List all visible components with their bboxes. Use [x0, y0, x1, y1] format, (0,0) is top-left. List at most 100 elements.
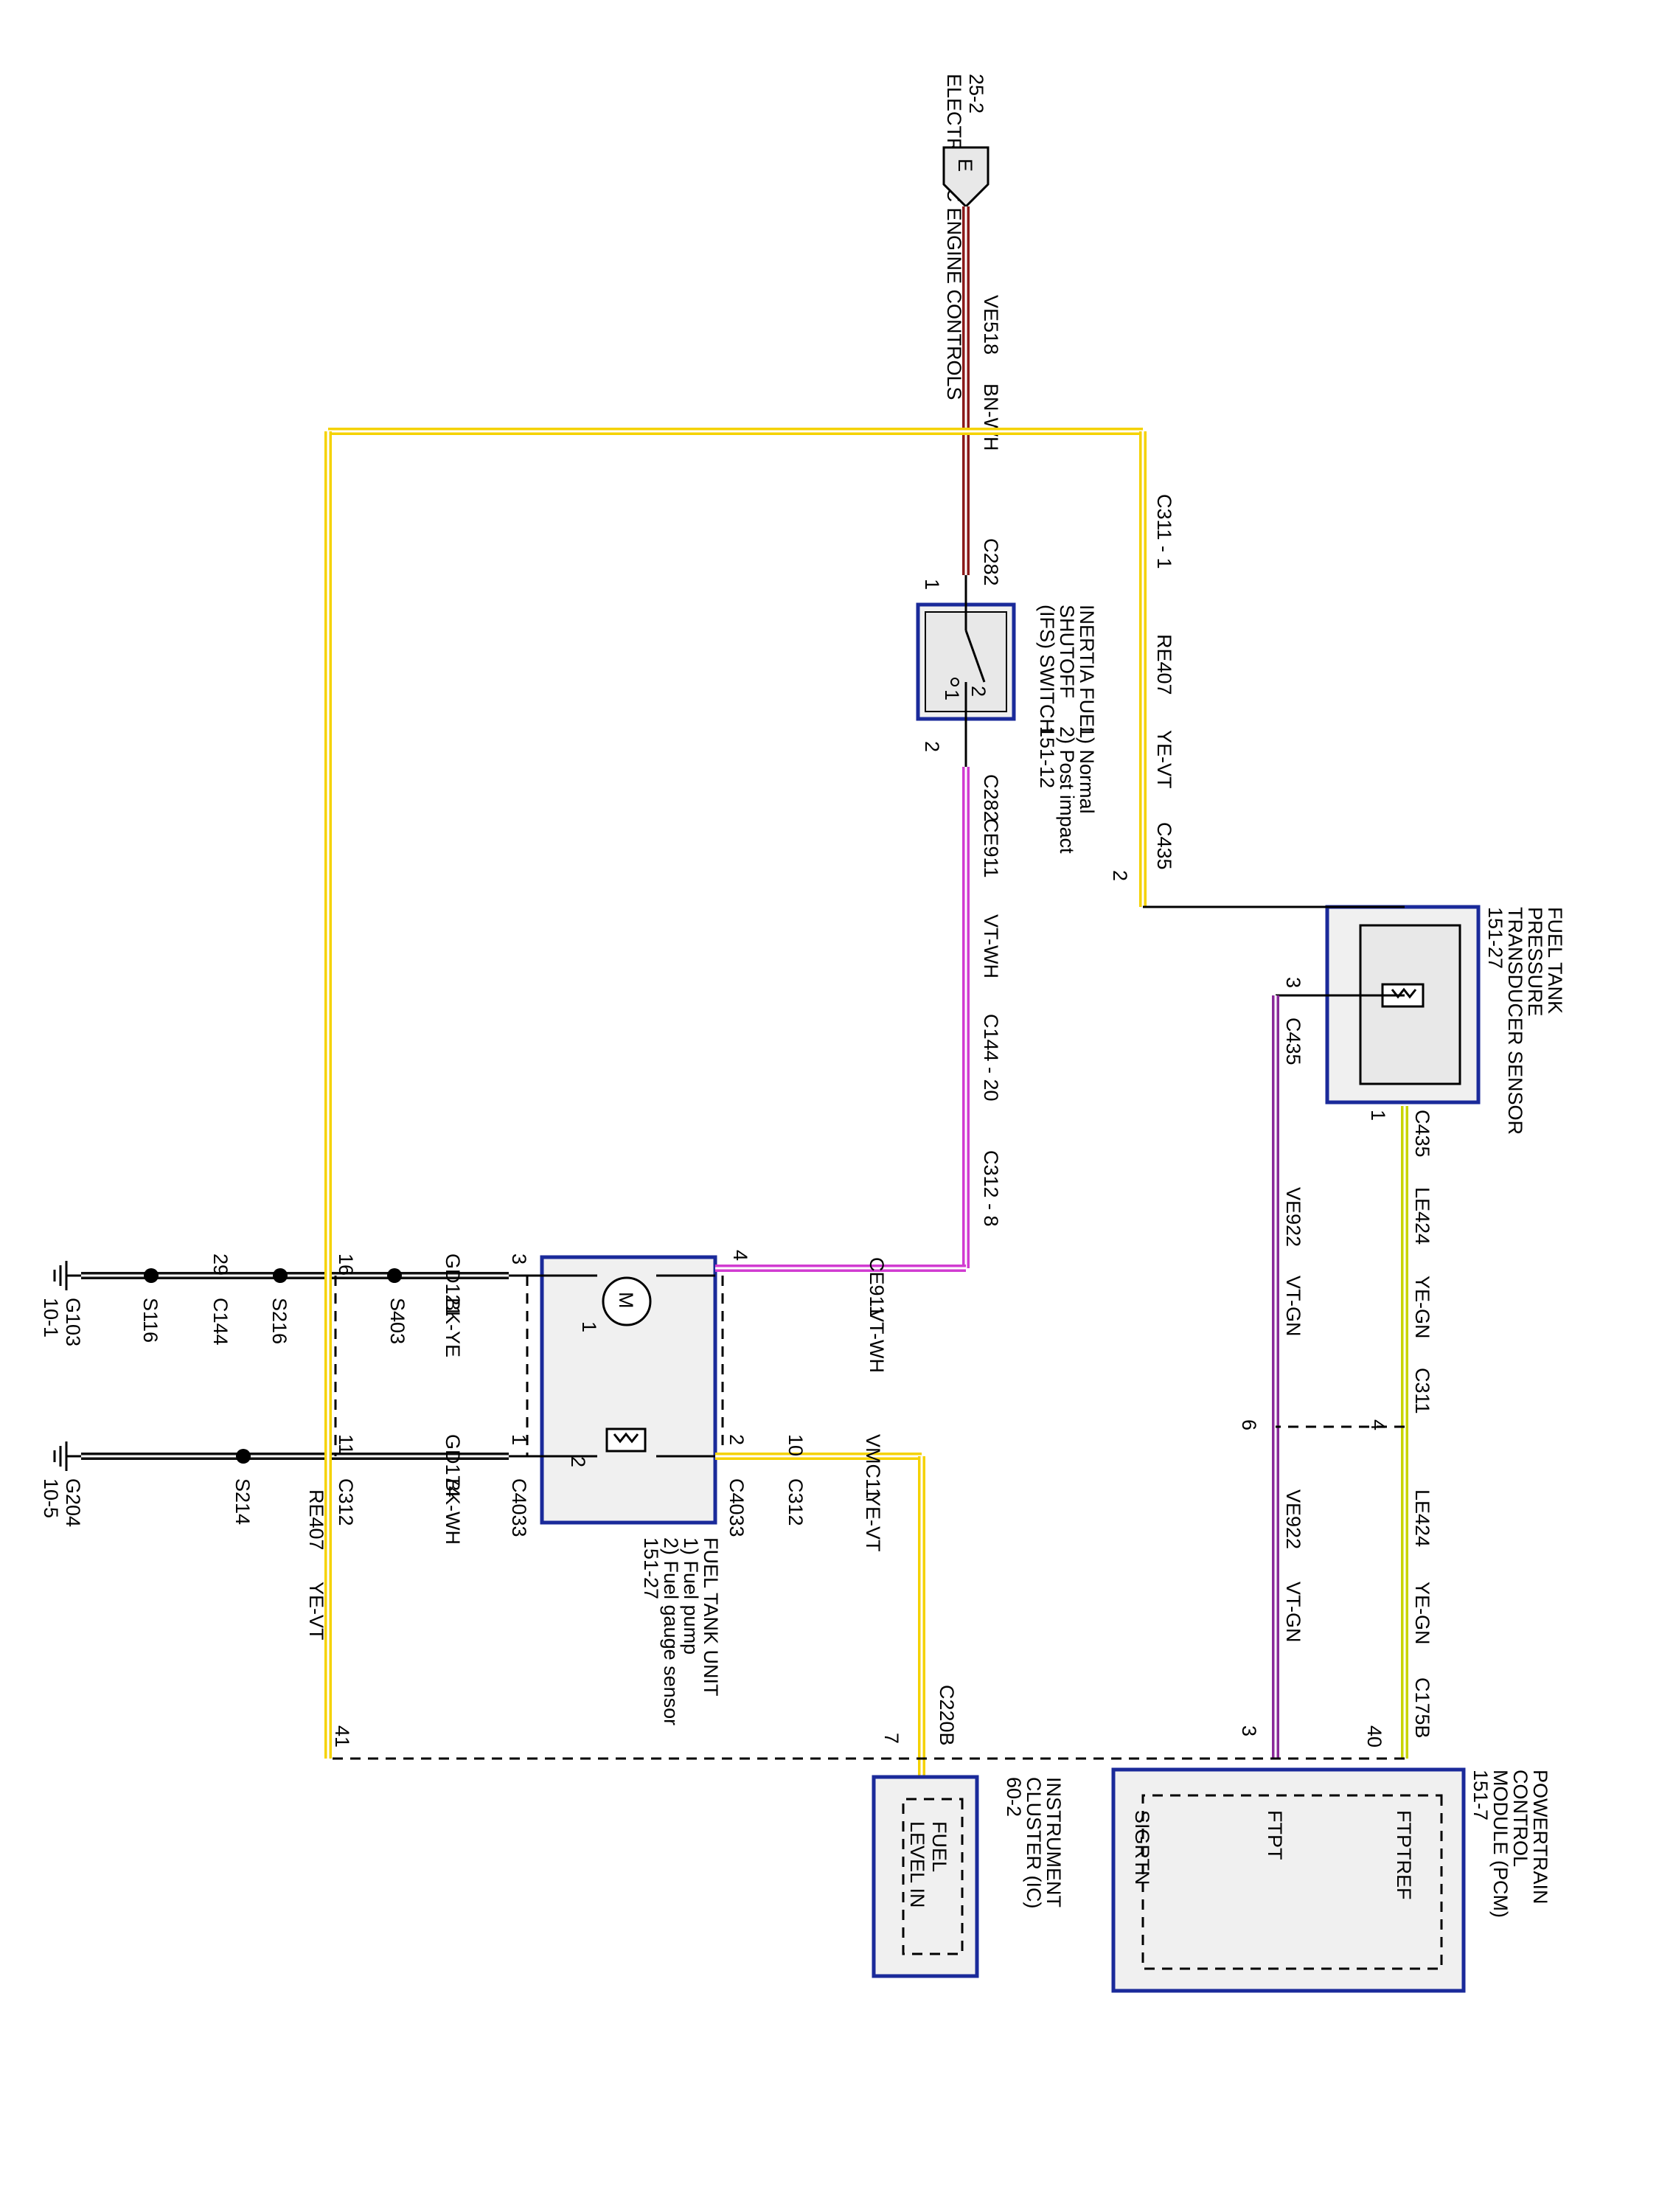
pin-40: 40: [1363, 1725, 1385, 1747]
ground-g204: G204: [62, 1478, 84, 1527]
splice-s116-label: S116: [139, 1298, 161, 1343]
pin-41: 41: [331, 1725, 353, 1747]
pin-16: 16: [335, 1253, 357, 1276]
pin-4: 4: [729, 1250, 751, 1261]
wire-ve922-a: VE922: [1282, 1187, 1304, 1247]
wire-gd121: GD121: [442, 1253, 464, 1317]
conn-c312-a: C312: [335, 1478, 357, 1526]
ftpt-label-4: 151-27: [1484, 907, 1506, 969]
pin-2-ftpt: 2: [1109, 870, 1131, 881]
wire-ce911: CE911: [980, 818, 1002, 878]
pcm-pin-ftptref: FTPTREF: [1393, 1810, 1415, 1900]
ground-g204-ref: 10-5: [40, 1478, 62, 1518]
pin-10: 10: [785, 1434, 807, 1456]
pin-3-ftpt: 3: [1282, 977, 1304, 988]
conn-c312-b: C312: [785, 1478, 807, 1526]
cluster-inner-2: LEVEL IN: [906, 1821, 928, 1908]
conn-c435-c: C435: [1282, 1018, 1304, 1065]
pcm-label-4: 151-7: [1470, 1770, 1492, 1820]
splice-s116: [144, 1268, 159, 1283]
top-ref-label: ELECTRONIC ENGINE CONTROLS: [943, 74, 965, 400]
ifs-pos-1: 1: [941, 689, 963, 700]
wire-vmc11: VMC11: [862, 1434, 884, 1499]
motor-num: 1: [578, 1321, 600, 1332]
ftpt-label-2: PRESSURE: [1524, 907, 1546, 1017]
wire-vt-gn-b: VT-GN: [1282, 1582, 1304, 1643]
pin-7: 7: [880, 1733, 902, 1744]
ifs-label-3: (IFS) SWITCH: [1036, 605, 1058, 733]
wire-bn-wh-label: BN-WH: [980, 383, 1002, 451]
conn-c312-8: C312 - 8: [980, 1150, 1002, 1227]
wire-ye-vt-b: YE-VT: [305, 1582, 327, 1641]
wire-vt-wh-label: VT-WH: [980, 914, 1002, 978]
wire-vt-wh-b: VT-WH: [866, 1309, 888, 1373]
fuel-tank-unit-label-1: FUEL TANK UNIT: [700, 1537, 722, 1697]
wire-vt-gn-a: VT-GN: [1282, 1276, 1304, 1337]
conn-c144-label: C144: [209, 1298, 232, 1346]
conn-c282-b: C282: [980, 774, 1002, 822]
ifs-label-5: 2) Post impact: [1056, 726, 1078, 854]
pin-1-gnd: 1: [508, 1434, 530, 1445]
motor-letter: M: [615, 1292, 637, 1309]
fuel-gauge-sensor-icon: [605, 1427, 647, 1453]
wire-ve518: VE518: [980, 295, 1002, 355]
wire-ve922-b: VE922: [1282, 1489, 1304, 1549]
wire-re407-b: RE407: [305, 1489, 327, 1551]
wire-ye-vt-a: YE-VT: [1153, 730, 1175, 789]
fuel-pump-motor-icon: [602, 1276, 652, 1326]
wire-ye-vt-gauge-label: YE-VT: [862, 1493, 884, 1552]
pcm-label-2: CONTROL: [1509, 1770, 1531, 1867]
sensor-num: 2: [567, 1456, 589, 1467]
conn-c175b: C175B: [1411, 1677, 1433, 1739]
cluster-inner-1: FUEL: [928, 1821, 950, 1872]
pcm-box: [1111, 1767, 1466, 1993]
conn-c282-a: C282: [980, 538, 1002, 586]
splice-s216: [273, 1268, 288, 1283]
ref-flag-e: [942, 146, 990, 209]
pin-11: 11: [335, 1434, 357, 1455]
ifs-label-2: SHUTOFF: [1056, 605, 1078, 698]
fuel-tank-unit-label-4: 151-27: [640, 1537, 662, 1599]
cluster-label-3: 60-2: [1003, 1777, 1025, 1817]
wire-re407-a: RE407: [1153, 634, 1175, 695]
pcm-pin-ftpt: FTPT: [1264, 1810, 1286, 1860]
pin-1-ftpt: 1: [1367, 1110, 1389, 1121]
ref-flag-letter: E: [954, 159, 976, 172]
pin-3: 3: [508, 1253, 530, 1265]
ground-g103-ref: 10-1: [40, 1298, 62, 1338]
splice-s216-label: S216: [268, 1298, 291, 1344]
ftpt-label-3: TRANSDUCER SENSOR: [1504, 907, 1526, 1135]
cluster-label-1: INSTRUMENT: [1043, 1777, 1065, 1907]
fuel-tank-unit-label-2: 1) Fuel pump: [680, 1537, 702, 1655]
pin-2-gauge: 2: [726, 1434, 748, 1445]
ifs-label-4: 1) Normal: [1076, 726, 1098, 814]
wire-bk-wh-label: BK-WH: [442, 1478, 464, 1545]
conn-c311-b: C311: [1411, 1368, 1433, 1414]
ground-g103: G103: [62, 1298, 84, 1346]
wire-ce911-b: CE911: [866, 1257, 888, 1317]
conn-c311-1: C311 - 1: [1153, 494, 1175, 569]
instrument-cluster-box: [872, 1775, 979, 1978]
ifs-pos-2: 2: [967, 686, 990, 697]
pcm-label-1: POWERTRAIN: [1529, 1770, 1551, 1905]
splice-s403-label: S403: [386, 1298, 408, 1344]
conn-c435-a: C435: [1153, 822, 1175, 870]
wire-gd174: GD174: [442, 1434, 464, 1498]
pin-4-c311: 4: [1367, 1419, 1389, 1430]
pin-2-ifs: 2: [921, 741, 943, 752]
wire-ye-gn-b: YE-GN: [1411, 1582, 1433, 1645]
ifs-label-1: INERTIA FUEL: [1076, 605, 1098, 738]
ifs-label-6: 151-12: [1036, 726, 1058, 788]
pin-29: 29: [209, 1253, 232, 1276]
conn-c435-b: C435: [1411, 1110, 1433, 1158]
pin-6: 6: [1238, 1419, 1260, 1430]
wire-le424-a: LE424: [1411, 1187, 1433, 1245]
wire-ye-gn-a: YE-GN: [1411, 1276, 1433, 1339]
top-ref-page: 25-2: [965, 74, 987, 114]
conn-c4033-a: C4033: [508, 1478, 530, 1537]
pcm-pin-sigrtn: SIGRTN: [1131, 1810, 1153, 1885]
splice-s214-label: S214: [232, 1478, 254, 1525]
pcm-label-3: MODULE (PCM): [1489, 1770, 1512, 1918]
splice-s403: [387, 1268, 402, 1283]
